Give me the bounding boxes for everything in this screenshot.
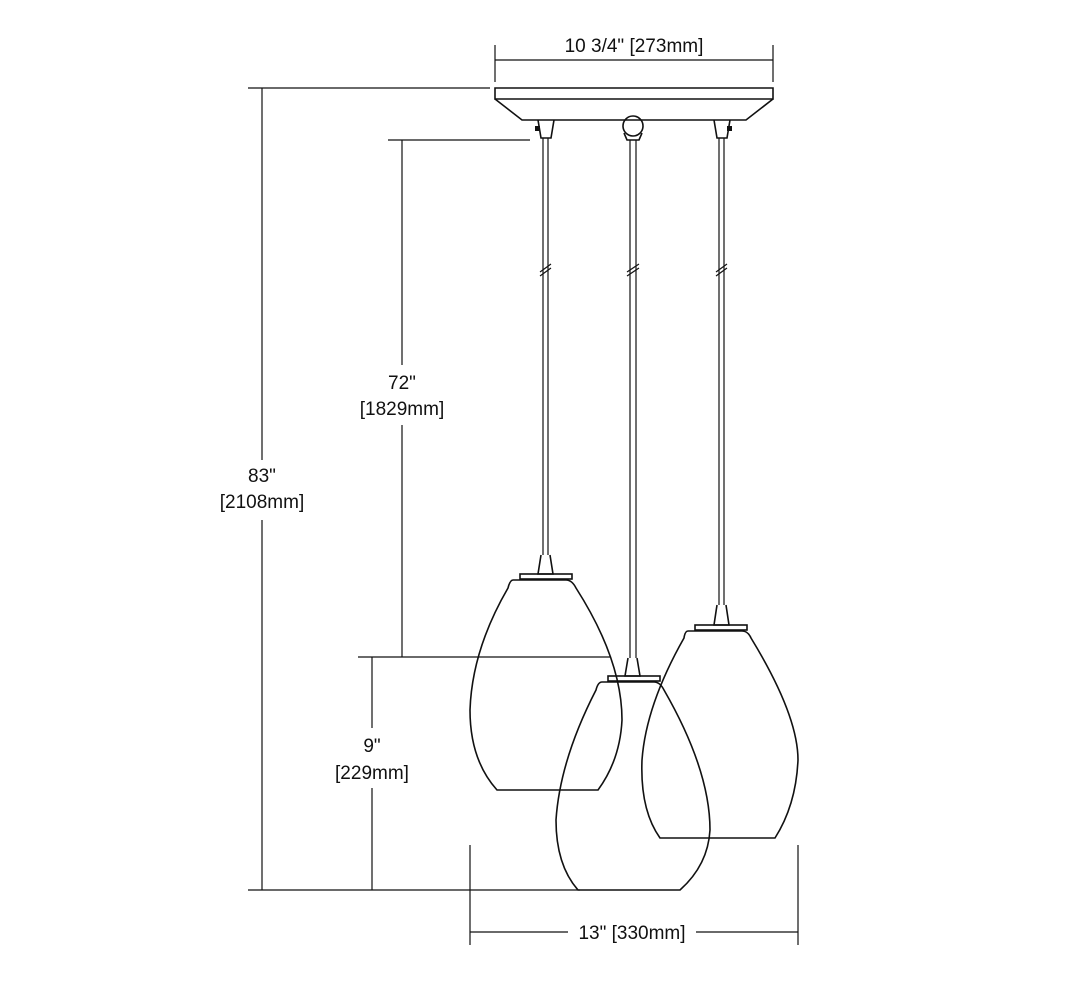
canopy-width-label: 10 3/4" [273mm] <box>565 36 704 57</box>
overall-height-imperial: 83" <box>248 466 276 487</box>
overall-height-metric: [2108mm] <box>220 492 304 513</box>
shade-height-imperial: 9" <box>363 736 380 757</box>
middle-shade <box>555 657 711 891</box>
cord-length-imperial: 72" <box>388 373 416 394</box>
overall-height-dimension: 83" [2108mm] <box>220 87 580 891</box>
canopy-width-dimension: 10 3/4" [273mm] <box>494 36 774 82</box>
shade-height-metric: [229mm] <box>335 763 409 784</box>
shade-height-dimension: 9" [229mm] <box>335 657 409 890</box>
cord-length-dimension: 72" [1829mm] <box>358 139 610 658</box>
cord-length-metric: [1829mm] <box>360 399 444 420</box>
overall-width-label: 13" [330mm] <box>578 923 685 944</box>
right-shade <box>641 604 799 839</box>
left-shade <box>469 554 623 791</box>
overall-width-dimension: 13" [330mm] <box>469 845 799 945</box>
cords <box>539 138 728 658</box>
canopy <box>494 87 774 141</box>
